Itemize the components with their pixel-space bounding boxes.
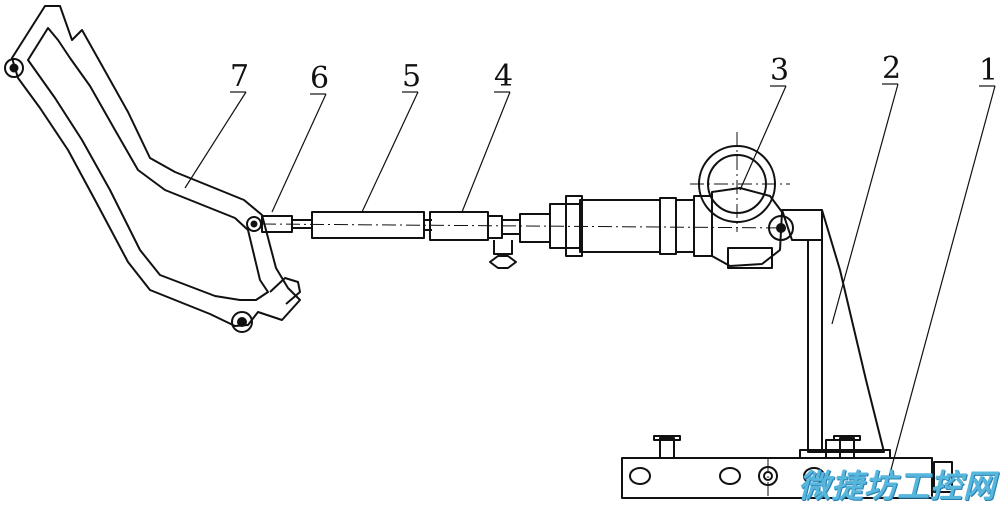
cylinder-body <box>519 195 713 257</box>
part-1-base-plate <box>621 435 953 499</box>
callout-4: 4 <box>494 59 513 94</box>
callout-6: 6 <box>310 61 329 96</box>
callout-3: 3 <box>770 53 789 88</box>
leader-lines <box>184 83 996 489</box>
callout-1: 1 <box>979 53 998 88</box>
pivot-top <box>4 58 24 78</box>
part-2-support-bracket <box>781 209 885 453</box>
part-3-rotary-head <box>698 145 794 269</box>
center-lines <box>261 132 791 498</box>
callout-7: 7 <box>230 59 249 94</box>
watermark-logo: 微捷坊工控网 <box>797 467 996 505</box>
callout-5: 5 <box>402 59 421 94</box>
callout-2: 2 <box>882 51 901 86</box>
callout-labels: 1 2 3 4 5 6 7 <box>230 51 998 96</box>
part-7-lever-arm <box>4 5 301 333</box>
pivot-bottom <box>231 311 253 333</box>
part-4-coupling <box>429 211 521 269</box>
